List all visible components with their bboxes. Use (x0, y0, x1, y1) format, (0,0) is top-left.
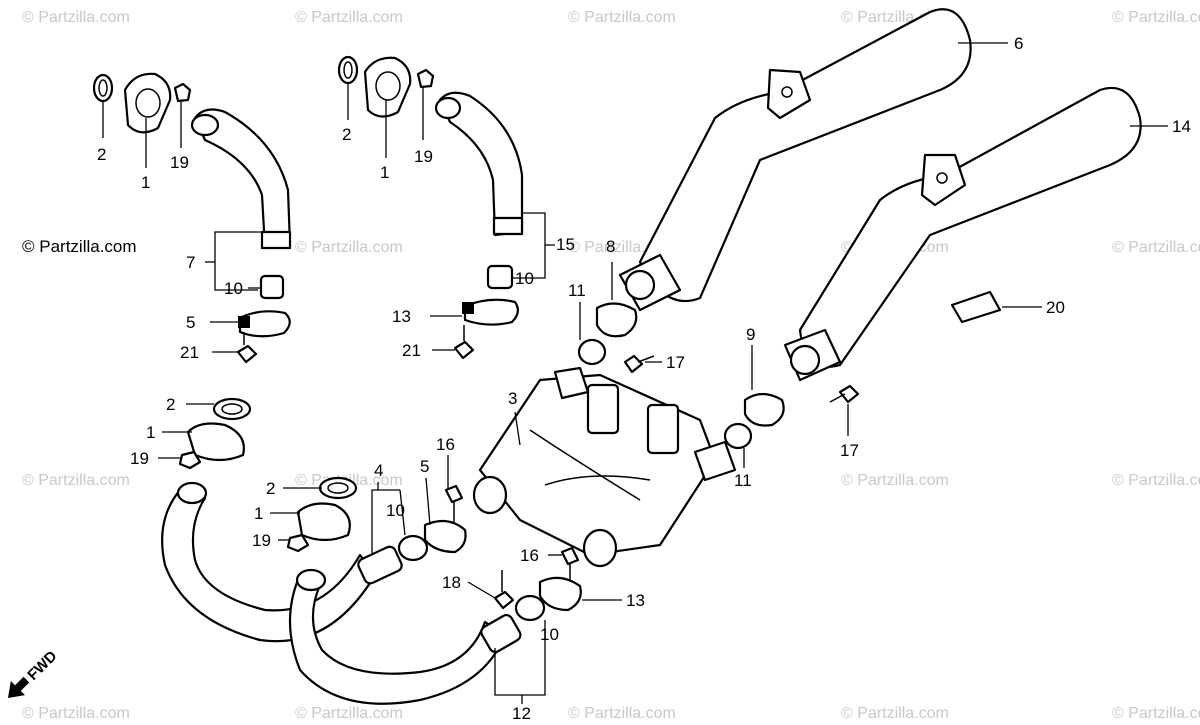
callout-11b: 11 (734, 471, 752, 490)
nut-19c[interactable] (178, 450, 202, 470)
ring-10c (397, 534, 429, 562)
callout-19a: 19 (170, 153, 189, 172)
nut-19b[interactable] (416, 68, 435, 89)
flange-1b[interactable] (363, 56, 412, 118)
callout-3: 3 (508, 389, 517, 408)
watermark: © Partzilla.com (1112, 9, 1200, 26)
callout-10d: 10 (540, 625, 559, 644)
pipe-rear-right[interactable] (288, 568, 523, 705)
clamp-5b[interactable] (423, 519, 467, 554)
callout-6: 6 (1014, 34, 1023, 53)
callout-1a: 1 (141, 173, 150, 192)
watermark: © Partzilla.com (22, 9, 130, 26)
bolt-17a[interactable] (623, 354, 655, 374)
bolt-16a[interactable] (444, 484, 464, 522)
callout-1d: 1 (254, 504, 263, 523)
callout-16b: 16 (520, 546, 539, 565)
ring-10b (486, 264, 514, 290)
callout-7: 7 (186, 253, 195, 272)
muffler-upper[interactable] (618, 8, 972, 312)
callout-15: 15 (556, 235, 575, 254)
callout-19d: 19 (252, 531, 271, 550)
bolt-21a[interactable] (236, 332, 258, 364)
pipe-rear-left[interactable] (161, 481, 403, 643)
callout-5a: 5 (186, 313, 195, 332)
callout-5b: 5 (420, 457, 429, 476)
clamp-13b[interactable] (538, 576, 582, 612)
callout-11a: 11 (568, 281, 586, 300)
watermark: © Partzilla.com (295, 239, 403, 256)
callout-10b: 10 (515, 269, 534, 288)
nut-19a[interactable] (173, 82, 192, 103)
callout-17a: 17 (666, 353, 685, 372)
callout-12: 12 (512, 704, 531, 723)
watermark: © Partzilla.com (1112, 239, 1200, 256)
callout-4: 4 (374, 461, 383, 480)
gasket-2a (92, 73, 114, 103)
bolt-21b[interactable] (453, 325, 475, 360)
clamp-5a[interactable] (238, 310, 291, 338)
seal-8 (595, 302, 638, 338)
callout-8: 8 (606, 237, 615, 256)
flange-1d[interactable] (296, 502, 351, 542)
ring-10d (514, 594, 546, 622)
callout-14: 14 (1172, 117, 1191, 136)
flange-1a[interactable] (123, 72, 172, 134)
callout-10a: 10 (224, 279, 243, 298)
callout-2a: 2 (97, 145, 106, 164)
callout-1c: 1 (146, 423, 155, 442)
muffler-lower[interactable] (783, 86, 1142, 382)
watermark: © Partzilla.com (295, 9, 403, 26)
callout-2c: 2 (166, 395, 175, 414)
callout-1b: 1 (380, 163, 389, 182)
callout-19b: 19 (414, 147, 433, 166)
watermark: © Partzilla.com (841, 705, 949, 722)
collector-chamber[interactable] (472, 366, 737, 568)
ring-11b (723, 422, 753, 450)
clamp-13a[interactable] (462, 298, 519, 326)
ring-10a (259, 274, 285, 300)
pipe-front-left[interactable] (190, 108, 292, 250)
callout-2d: 2 (266, 479, 275, 498)
watermark: © Partzilla.com (568, 9, 676, 26)
watermark: © Partzilla.com (295, 705, 403, 722)
label-plate-20 (950, 290, 1002, 324)
watermark: © Partzilla.com (568, 705, 676, 722)
seal-9 (743, 392, 785, 427)
watermark: © Partzilla.com (22, 472, 130, 489)
callout-2b: 2 (342, 125, 351, 144)
callout-13b: 13 (626, 591, 645, 610)
callout-16a: 16 (436, 435, 455, 454)
nut-19d[interactable] (286, 533, 310, 553)
callout-19c: 19 (130, 449, 149, 468)
watermark: © Partzilla.com (841, 472, 949, 489)
bolt-18[interactable] (493, 570, 515, 610)
callout-18: 18 (442, 573, 461, 592)
callout-21a: 21 (180, 343, 199, 362)
callout-17b: 17 (840, 441, 859, 460)
watermark: © Partzilla.com (22, 705, 130, 722)
gasket-2d (318, 476, 358, 500)
callout-20: 20 (1046, 298, 1065, 317)
gasket-2b (337, 55, 359, 85)
callout-10c: 10 (386, 501, 405, 520)
leader-lines (102, 42, 1168, 704)
callout-13a: 13 (392, 307, 411, 326)
callout-21b: 21 (402, 341, 421, 360)
callout-labels: 2 1 19 2 1 19 6 14 7 10 5 21 15 10 13 21… (97, 34, 1191, 723)
fwd-label: FWD (24, 648, 60, 684)
watermark: © Partzilla.com (1112, 705, 1200, 722)
flange-1c[interactable] (186, 422, 245, 462)
bolt-17b[interactable] (829, 384, 860, 404)
ring-11a (577, 338, 607, 366)
watermark: © Partzilla.com (1112, 472, 1200, 489)
pipe-front-right[interactable] (434, 91, 524, 237)
side-watermark: © Partzilla.com (22, 237, 137, 256)
callout-9: 9 (746, 325, 755, 344)
gasket-2c (212, 397, 252, 421)
fwd-arrow: FWD (8, 648, 61, 698)
